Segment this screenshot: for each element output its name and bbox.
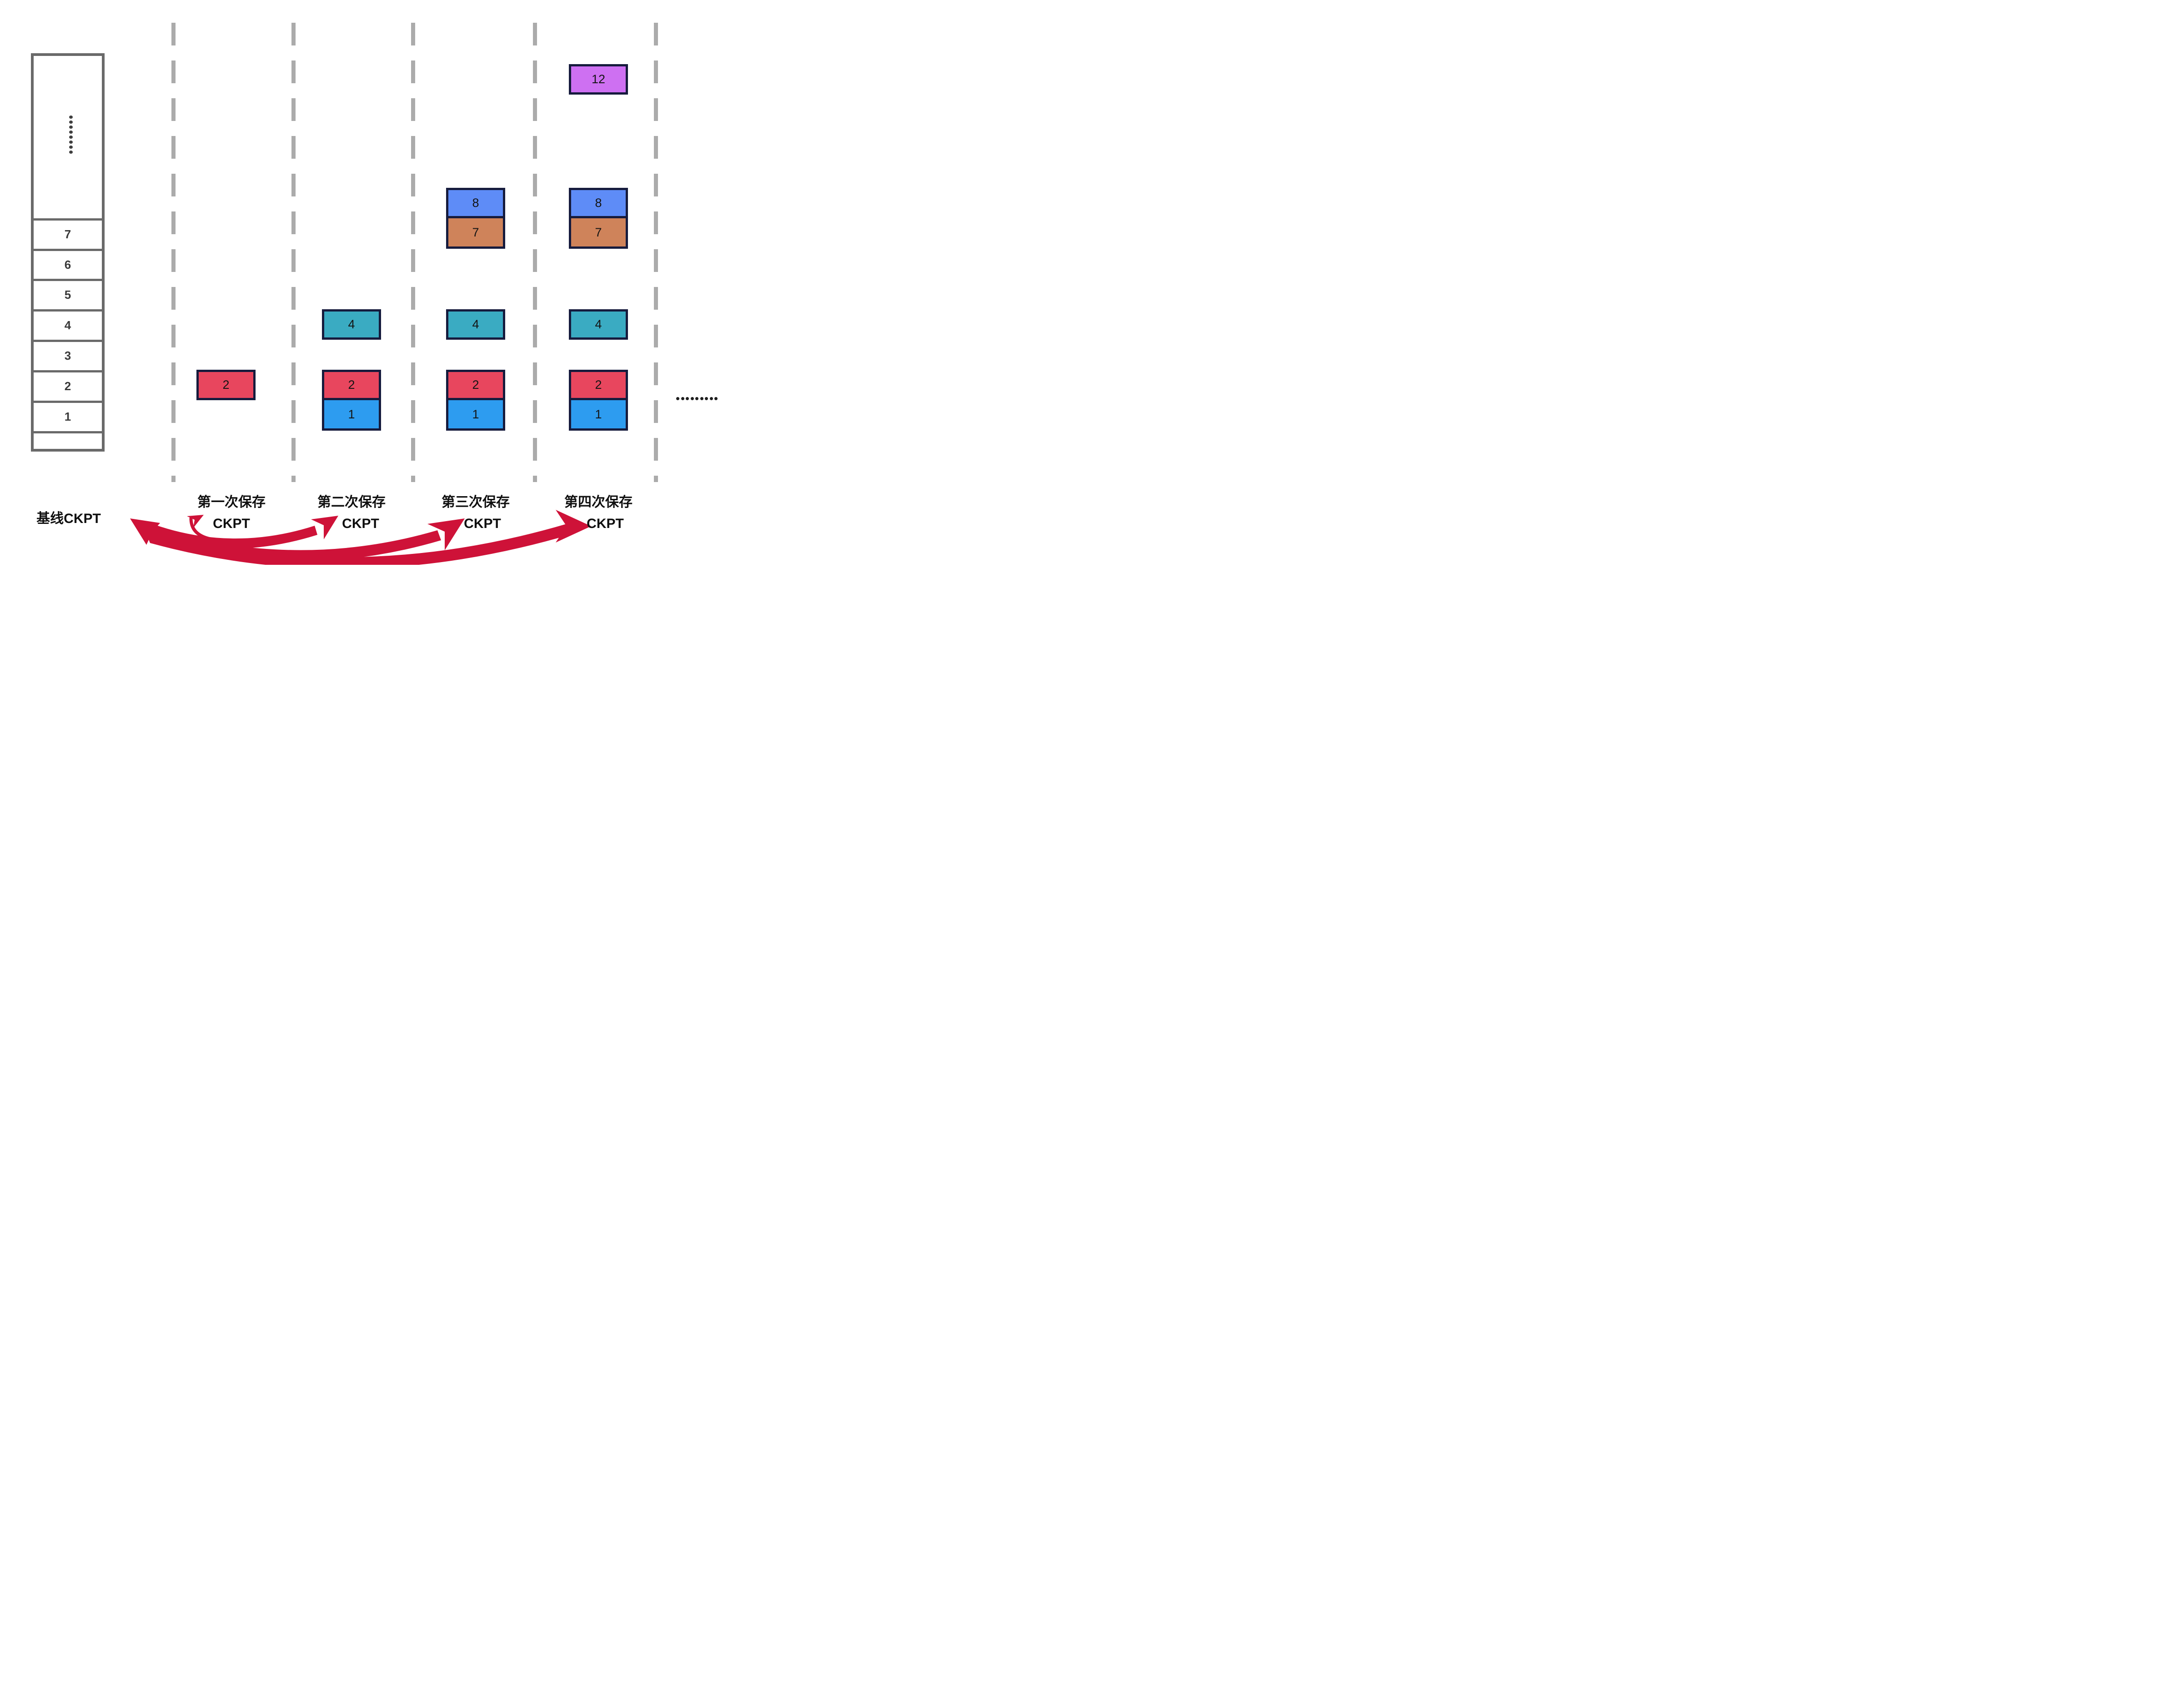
block-save3-2: 2: [446, 370, 505, 400]
block-save4-8: 8: [569, 188, 628, 218]
timeline-divider-4: [533, 23, 537, 482]
label-save2-line1: 第二次保存: [317, 495, 386, 510]
reference-arrows: [130, 510, 591, 565]
baseline-cell-3: 3: [64, 349, 71, 362]
baseline-cell-1: 1: [64, 410, 71, 423]
arrowhead-save2: [311, 516, 338, 539]
label-save1-line2: CKPT: [213, 516, 250, 531]
block-save2-4: 4: [322, 309, 381, 340]
arrowhead-save1: [187, 515, 204, 528]
label-save1-line1: 第一次保存: [197, 495, 266, 510]
baseline-vertical-ellipsis-dot: [69, 151, 73, 154]
baseline-cell-divider: [34, 370, 102, 372]
baseline-cell-divider: [34, 401, 102, 403]
continuation-dot: [705, 397, 708, 400]
block-save4-1: 1: [569, 398, 628, 431]
arrow-band-save2: [147, 522, 317, 549]
baseline-cell-7: 7: [64, 227, 71, 241]
baseline-cell-divider: [34, 249, 102, 251]
baseline-vertical-ellipsis-dot: [69, 126, 73, 129]
baseline-cell-divider: [34, 218, 102, 221]
continuation-dot: [714, 397, 718, 400]
block-save2-2: 2: [322, 370, 381, 400]
baseline-label: 基线CKPT: [36, 511, 101, 526]
block-save4-7: 7: [569, 216, 628, 249]
continuation-dot: [700, 397, 703, 400]
arrowhead-save4: [556, 510, 591, 543]
timeline-divider-3: [411, 23, 415, 482]
baseline-vertical-ellipsis-dot: [69, 116, 73, 119]
baseline-cell-divider: [34, 279, 102, 281]
arrow-band-save3: [146, 526, 441, 562]
block-save4-2: 2: [569, 370, 628, 400]
baseline-cell-5: 5: [64, 288, 71, 302]
baseline-vertical-ellipsis-dot: [69, 146, 73, 149]
baseline-cell-divider: [34, 309, 102, 312]
continuation-dot: [709, 397, 713, 400]
label-save4-line2: CKPT: [587, 516, 624, 531]
continuation-dot: [676, 397, 679, 400]
block-save4-12: 12: [569, 64, 628, 95]
baseline-vertical-ellipsis-dot: [69, 136, 73, 139]
baseline-cell-divider: [34, 431, 102, 433]
label-save3-line2: CKPT: [464, 516, 501, 531]
label-save2: 第二次保存 CKPT: [283, 495, 420, 532]
timeline-divider-5: [654, 23, 658, 482]
baseline-vertical-ellipsis-dot: [69, 131, 73, 134]
block-save3-4: 4: [446, 309, 505, 340]
continuation-dot: [695, 397, 698, 400]
continuation-dot: [686, 397, 689, 400]
baseline-cell-2: 2: [64, 379, 71, 393]
block-save4-4: 4: [569, 309, 628, 340]
timeline-divider-1: [171, 23, 176, 482]
block-save3-8: 8: [446, 188, 505, 218]
label-save3-line1: 第三次保存: [442, 495, 510, 510]
arrow-hook-save1: [189, 517, 215, 541]
arrowhead-baseline: [130, 518, 160, 545]
baseline-checkpoint-column: 7 6 5 4 3 2 1: [31, 53, 105, 452]
label-save4-line1: 第四次保存: [564, 495, 633, 510]
timeline-divider-2: [291, 23, 296, 482]
label-save3: 第三次保存 CKPT: [407, 495, 544, 532]
baseline-cell-divider: [34, 340, 102, 342]
block-save2-1: 1: [322, 398, 381, 431]
block-save3-1: 1: [446, 398, 505, 431]
continuation-dot: [681, 397, 684, 400]
label-save1: 第一次保存 CKPT: [163, 495, 300, 532]
baseline-vertical-ellipsis-dot: [69, 141, 73, 144]
baseline-cell-4: 4: [64, 318, 71, 332]
baseline-vertical-ellipsis-dot: [69, 121, 73, 124]
label-save4: 第四次保存 CKPT: [530, 495, 667, 532]
block-save3-7: 7: [446, 216, 505, 249]
block-save1-2: 2: [196, 370, 256, 400]
baseline-cell-6: 6: [64, 258, 71, 271]
arrowhead-save3: [427, 518, 465, 550]
label-save2-line2: CKPT: [342, 516, 379, 531]
continuation-dot: [690, 397, 694, 400]
